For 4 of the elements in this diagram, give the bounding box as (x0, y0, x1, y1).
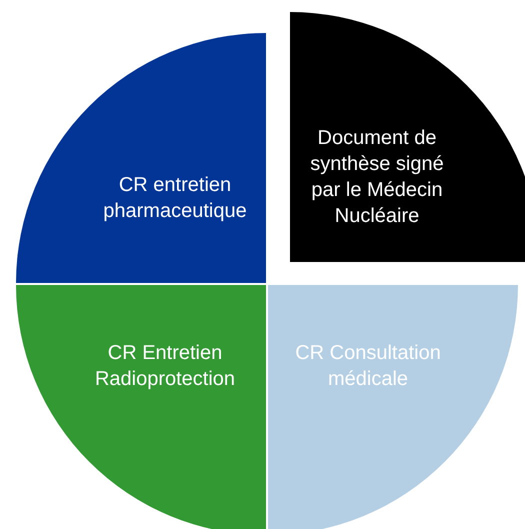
segment-label: Document de synthèse signé par le Médecin Nucléaire (309, 126, 445, 229)
segment-label: CR entretien pharmaceutique (102, 173, 248, 224)
segment-label: CR Consultation médicale (294, 341, 442, 392)
segment-label: CR Entretien Radioprotection (94, 341, 236, 392)
